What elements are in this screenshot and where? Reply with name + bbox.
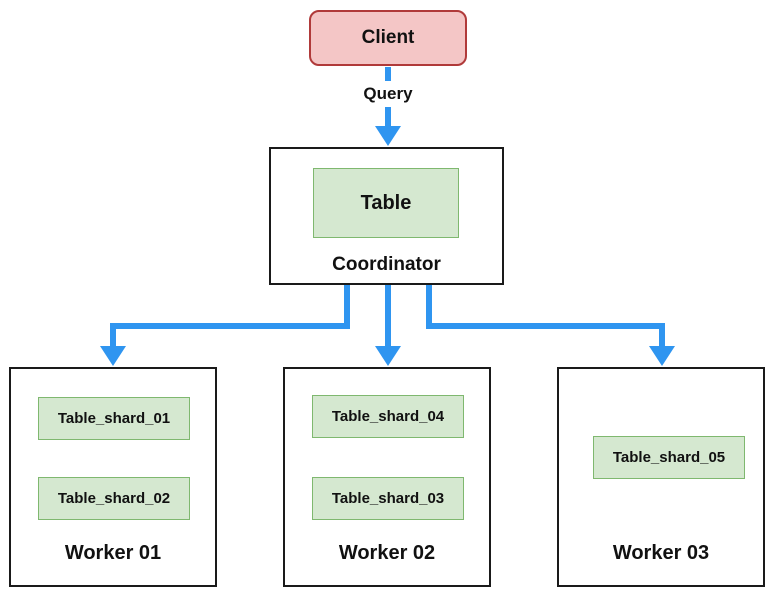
table-shard-04-label: Table_shard_04 bbox=[331, 408, 445, 425]
client-label: Client bbox=[361, 27, 415, 48]
coordinator-to-worker-02-arrow bbox=[375, 285, 401, 366]
client-node: Client bbox=[309, 10, 467, 66]
query-label: Query bbox=[340, 81, 436, 107]
coordinator-to-worker-01-arrow bbox=[100, 285, 350, 366]
worker-01-label: Worker 01 bbox=[64, 542, 162, 564]
worker-02-node: Table_shard_04 Table_shard_03 Worker 02 bbox=[283, 367, 491, 587]
coordinator-label: Coordinator bbox=[332, 254, 441, 275]
coordinator-node: Table Coordinator bbox=[269, 147, 504, 285]
table-shard-01: Table_shard_01 bbox=[38, 397, 190, 440]
worker-02-label: Worker 02 bbox=[338, 542, 436, 564]
table-shard-02-label: Table_shard_02 bbox=[57, 490, 171, 507]
table-shard-05: Table_shard_05 bbox=[593, 436, 745, 479]
table-shard-04: Table_shard_04 bbox=[312, 395, 464, 438]
table-shard-02: Table_shard_02 bbox=[38, 477, 190, 520]
table-shard-05-label: Table_shard_05 bbox=[612, 449, 726, 466]
worker-01-node: Table_shard_01 Table_shard_02 Worker 01 bbox=[9, 367, 217, 587]
coordinator-table-label: Table bbox=[360, 191, 412, 214]
coordinator-table: Table bbox=[313, 168, 459, 238]
table-shard-03-label: Table_shard_03 bbox=[331, 490, 445, 507]
coordinator-to-worker-03-arrow bbox=[426, 285, 675, 366]
worker-03-node: Table_shard_05 Worker 03 bbox=[557, 367, 765, 587]
table-shard-03: Table_shard_03 bbox=[312, 477, 464, 520]
table-shard-01-label: Table_shard_01 bbox=[57, 410, 171, 427]
worker-03-label: Worker 03 bbox=[612, 542, 710, 564]
